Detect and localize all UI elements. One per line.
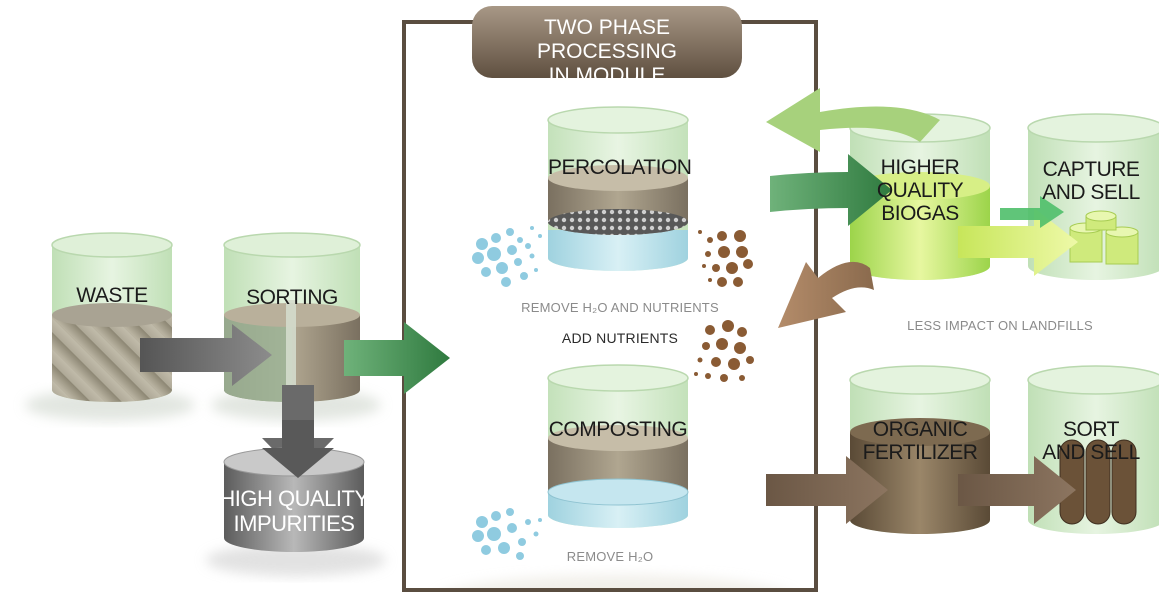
biogas-return-arrow (766, 88, 940, 152)
fertilizer-to-sort-arrow (958, 456, 1076, 524)
biogas-tank (849, 113, 991, 280)
water-droplets-top (472, 226, 542, 287)
sorting-label: SORTING (246, 286, 338, 309)
composting-to-fertilizer-arrow (766, 456, 888, 524)
remove-h2o-note: REMOVE H₂O (566, 549, 654, 564)
module-title: TWO PHASE PROCESSING IN MODULE (536, 16, 678, 87)
composting-tank (547, 364, 689, 528)
add-nutrients-note: ADD NUTRIENTS (561, 330, 679, 346)
remove-h2o-nutrients-note: REMOVE H₂O AND NUTRIENTS (521, 300, 719, 315)
nutrient-granules-top (698, 230, 753, 287)
capture-label: CAPTURE AND SELL (1042, 158, 1140, 204)
waste-label: WASTE (76, 284, 148, 307)
impurities-label: HIGH QUALITY IMPURITIES (219, 486, 369, 536)
impurities-arrow-head (262, 420, 334, 478)
sorting-to-module-arrow (344, 322, 450, 394)
percolation-label: PERCOLATION (548, 156, 692, 179)
fertilizer-tank (849, 365, 991, 534)
fertilizer-label: ORGANIC FERTILIZER (862, 418, 978, 464)
water-droplets-bottom (472, 508, 542, 560)
landfills-note: LESS IMPACT ON LANDFILLS (907, 318, 1093, 333)
percolation-tank (547, 106, 689, 271)
nutrient-granules-middle (694, 320, 754, 382)
percolation-to-biogas-arrow (770, 154, 892, 226)
nutrients-return-arrow (778, 261, 874, 328)
sort-sell-label: SORT AND SELL (1042, 418, 1140, 464)
title-banner (472, 6, 742, 78)
biogas-label: HIGHER QUALITY BIOGAS (876, 156, 964, 225)
impurities-shadow (206, 544, 386, 576)
biogas-to-capture-arrow (958, 208, 1078, 276)
composting-label: COMPOSTING (548, 418, 688, 441)
capture-feed-arrow (1000, 196, 1064, 228)
sorting-tank (223, 232, 361, 402)
waste-tank (51, 232, 173, 402)
waste-to-sorting-arrow (140, 324, 272, 386)
